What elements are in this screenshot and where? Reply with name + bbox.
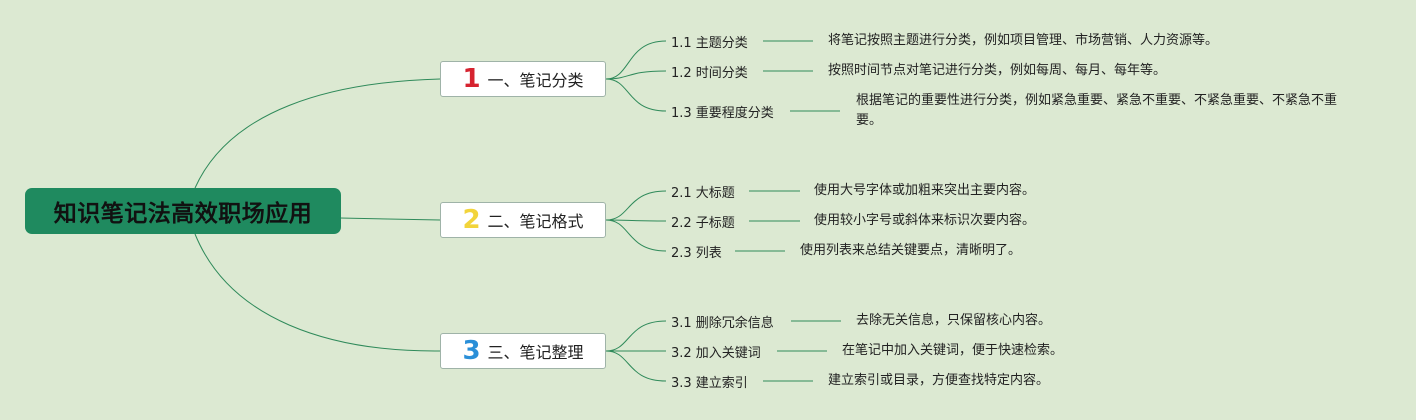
subtopic-desc-1-3: 根据笔记的重要性进行分类，例如紧急重要、紧急不重要、不紧急重要、不紧急不重要。	[856, 93, 1338, 128]
link-branch-1-sub-2	[605, 70, 667, 80]
subtopic-2-2[interactable]: 2.2 子标题	[671, 216, 735, 231]
link-root-branch-3	[194, 233, 441, 352]
branch-node-1[interactable]: 1 一、笔记分类	[440, 61, 606, 97]
branch-number-1: 1	[462, 64, 481, 94]
subtopic-desc-3-1: 去除无关信息，只保留核心内容。	[856, 313, 1052, 328]
link-branch-1-sub-1	[605, 40, 667, 80]
link-root-branch-1	[194, 78, 441, 189]
link-branch-1-sub-3	[605, 78, 667, 112]
subtopic-desc-3-3: 建立索引或目录，方便查找特定内容。	[828, 373, 1050, 388]
subtopic-desc-1-2: 按照时间节点对笔记进行分类，例如每周、每月、每年等。	[828, 63, 1167, 78]
subtopic-desc-1-1: 将笔记按照主题进行分类，例如项目管理、市场营销、人力资源等。	[828, 33, 1219, 48]
root-node[interactable]: 知识笔记法高效职场应用	[25, 188, 341, 234]
subtopic-3-3[interactable]: 3.3 建立索引	[671, 376, 748, 391]
subtopic-1-3[interactable]: 1.3 重要程度分类	[671, 106, 774, 121]
link-branch-3-sub-3	[605, 350, 667, 382]
subtopic-1-2[interactable]: 1.2 时间分类	[671, 66, 748, 81]
subtopic-3-1[interactable]: 3.1 删除冗余信息	[671, 316, 774, 331]
branch-label-3: 三、笔记整理	[487, 343, 584, 362]
subtopic-desc-2-1: 使用大号字体或加粗来突出主要内容。	[814, 183, 1036, 198]
link-root-branch-2	[339, 217, 441, 221]
link-branch-2-sub-3	[605, 219, 667, 252]
branch-node-2[interactable]: 2 二、笔记格式	[440, 202, 606, 238]
subtopic-3-2[interactable]: 3.2 加入关键词	[671, 346, 761, 361]
subtopic-desc-3-2: 在笔记中加入关键词，便于快速检索。	[842, 343, 1064, 358]
branch-label-2: 二、笔记格式	[487, 212, 584, 231]
subtopic-1-1[interactable]: 1.1 主题分类	[671, 36, 748, 51]
root-label: 知识笔记法高效职场应用	[53, 201, 313, 227]
subtopic-desc-2-3: 使用列表来总结关键要点，清晰明了。	[800, 243, 1022, 258]
subtopic-2-1[interactable]: 2.1 大标题	[671, 186, 735, 201]
branch-node-3[interactable]: 3 三、笔记整理	[440, 333, 606, 369]
link-branch-3-sub-1	[605, 320, 667, 352]
link-branch-2-sub-2	[605, 219, 667, 222]
link-branch-2-sub-1	[605, 190, 667, 221]
subtopic-desc-2-2: 使用较小字号或斜体来标识次要内容。	[814, 213, 1036, 228]
branch-number-3: 3	[462, 336, 481, 366]
branch-label-1: 一、笔记分类	[487, 71, 584, 90]
subtopic-2-3[interactable]: 2.3 列表	[671, 246, 722, 261]
branch-number-2: 2	[462, 205, 481, 235]
